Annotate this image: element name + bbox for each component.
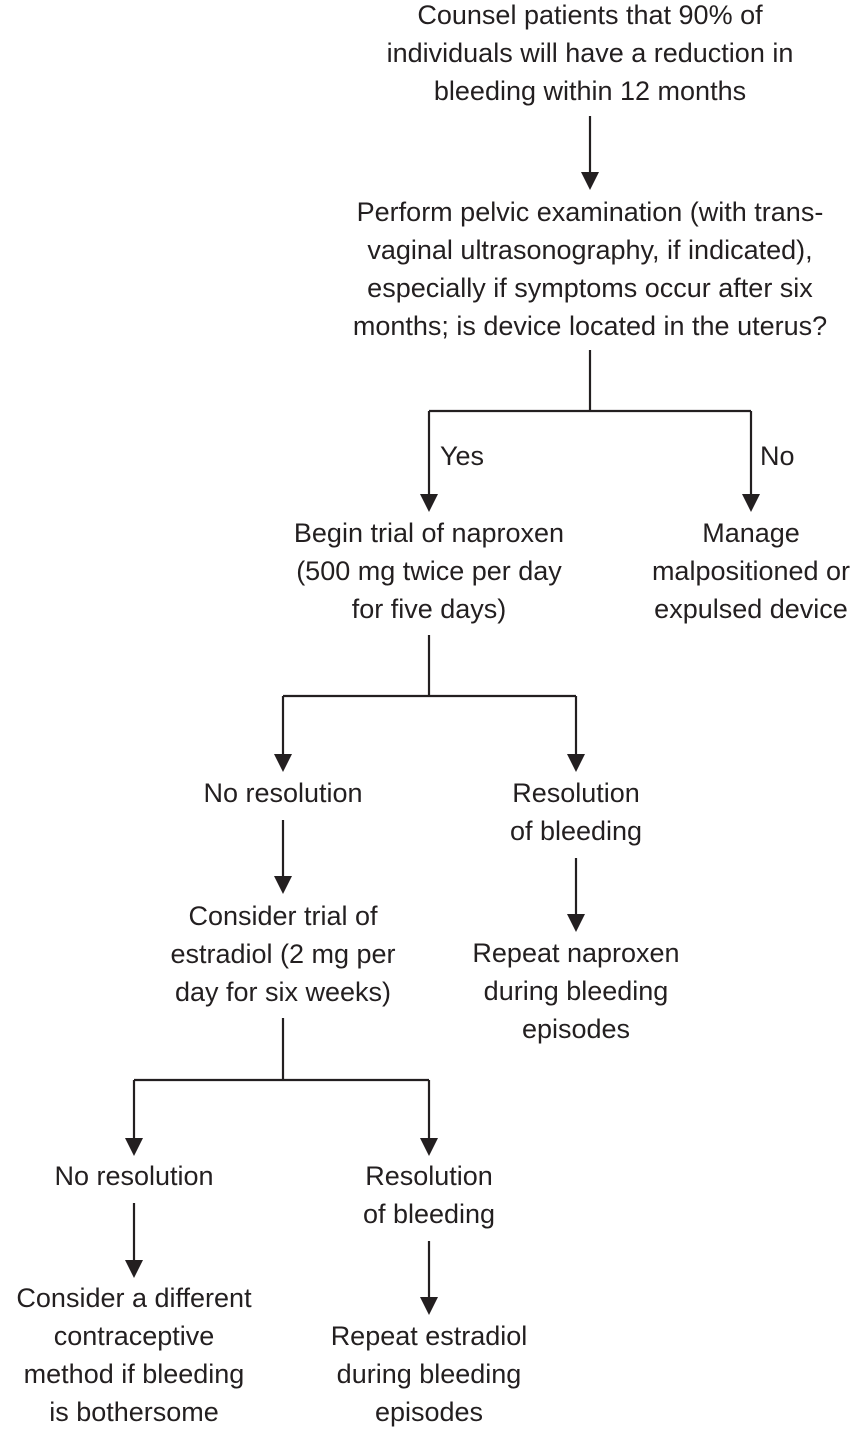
arrowhead [567,754,585,772]
arrowhead [581,172,599,190]
node-resolution-2: Resolution of bleeding [362,1161,496,1229]
arrowhead [420,494,438,512]
node-pelvic-exam: Perform pelvic examination (with trans- … [352,197,828,341]
node-estradiol-trial: Consider trial of estradiol (2 mg per da… [170,901,396,1007]
arrowhead [420,1138,438,1156]
node-no-resolution-2: No resolution [54,1161,214,1191]
node-repeat-naproxen: Repeat naproxen during bleeding episodes [472,938,680,1044]
node-no-resolution-1: No resolution [203,778,363,808]
node-repeat-estradiol: Repeat estradiol during bleeding episode… [330,1321,528,1427]
label-no: No [760,441,795,471]
node-different-method: Consider a different contraceptive metho… [16,1283,252,1427]
arrowhead [125,1260,143,1278]
arrowhead [125,1138,143,1156]
node-resolution-1: Resolution of bleeding [509,778,643,846]
arrowhead [420,1297,438,1315]
node-counsel: Counsel patients that 90% of individuals… [386,0,794,106]
node-manage-device: Manage malpositioned or expulsed device [651,518,851,624]
arrowhead [567,914,585,932]
node-naproxen-trial: Begin trial of naproxen (500 mg twice pe… [293,518,565,624]
arrowhead [274,876,292,894]
label-yes: Yes [440,441,485,471]
arrowhead [274,754,292,772]
arrowhead [742,494,760,512]
